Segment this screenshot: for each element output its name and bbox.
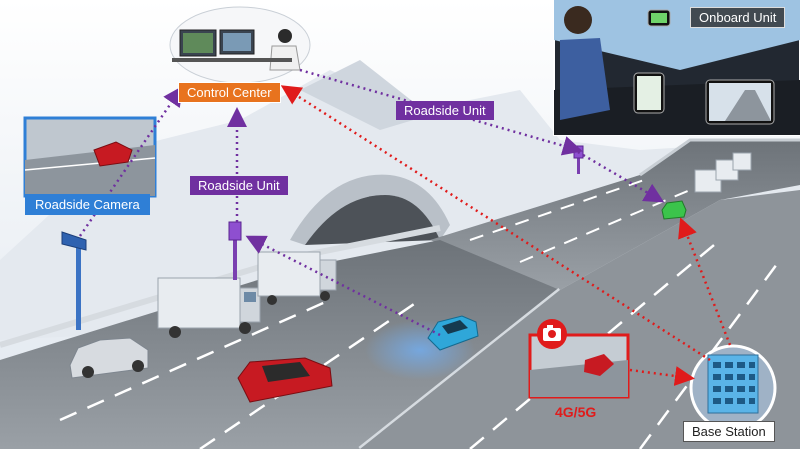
base-station-building [689,344,777,432]
control-center-label: Control Center [178,82,281,103]
trucks-far [694,152,752,193]
main-road [0,240,560,449]
roadside-unit-label-left: Roadside Unit [190,176,288,195]
control-center-image [169,6,311,84]
roadside-camera-pole [61,231,87,330]
silver-car [69,337,149,379]
base-station-label: Base Station [683,421,775,442]
tunnel [290,174,450,245]
red-car-crashed [237,357,333,403]
blue-car [427,315,479,351]
network-label: 4G/5G [555,404,597,420]
truck-rear [257,251,337,305]
roadside-unit-label-top: Roadside Unit [396,101,494,120]
roadside-camera-image [23,116,157,198]
onboard-unit-label: Onboard Unit [690,7,786,28]
roadside-unit-pole-left [228,221,242,280]
camera-icon [537,319,567,349]
green-car [661,200,687,220]
truck-front [157,277,261,338]
roadside-camera-label: Roadside Camera [25,194,150,215]
red-links [280,85,732,386]
